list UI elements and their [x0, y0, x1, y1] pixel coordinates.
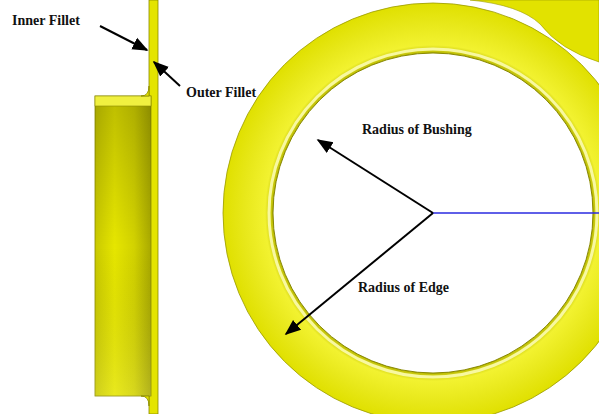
fillet-bottom	[141, 396, 149, 406]
center-line	[433, 212, 599, 214]
radius-arrow	[318, 140, 433, 213]
leader-line	[100, 26, 147, 50]
bushing-side	[95, 96, 151, 396]
fillet-top	[141, 86, 149, 96]
radius-arrow	[286, 213, 433, 334]
part-label: Outer Fillet	[186, 86, 256, 100]
part-label: Radius of Bushing	[362, 123, 472, 137]
bushing-top-lip	[95, 96, 151, 106]
bushing-ring	[223, 3, 599, 414]
leader-line	[154, 62, 180, 86]
bushing-shade	[95, 96, 151, 396]
part-label: Radius of Edge	[358, 281, 449, 295]
part-label: Inner Fillet	[12, 14, 80, 28]
